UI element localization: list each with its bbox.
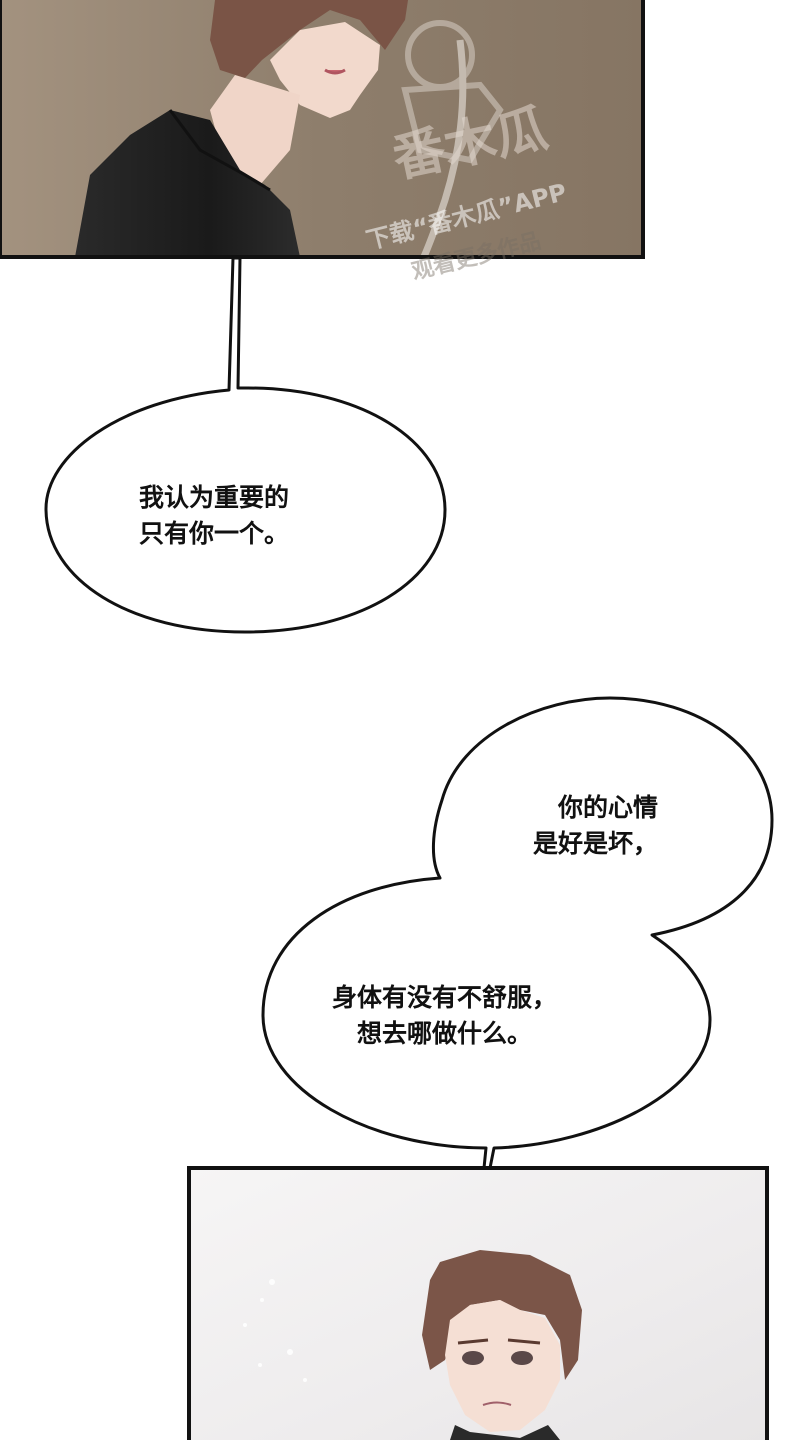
top-character-shirt	[75, 110, 300, 257]
bubble-1-line-2: 只有你一个。	[139, 519, 290, 548]
bubble-2-top-line-1: 你的心情	[558, 793, 659, 822]
watermark-logo	[401, 20, 504, 257]
bottom-panel	[187, 1166, 769, 1440]
bubble-2-bottom-line-1: 身体有没有不舒服，	[332, 983, 558, 1012]
bubble-1-text: 我认为重要的 只有你一个。	[139, 480, 289, 552]
bottom-character-shirt	[450, 1425, 560, 1440]
top-panel	[0, 0, 645, 259]
bottom-character-face	[445, 1300, 560, 1432]
top-character-hair	[210, 0, 408, 78]
bottom-character-hair	[422, 1250, 582, 1380]
bubble-2-top-line-2: 是好是坏，	[533, 829, 659, 858]
bubble-1-line-1: 我认为重要的	[139, 483, 290, 512]
speech-bubble-1	[44, 256, 447, 634]
speech-bubble-2	[261, 696, 774, 1230]
sparkle-effects	[243, 1279, 307, 1382]
bubble-2-bottom-line-2: 想去哪做什么。	[357, 1019, 533, 1048]
bubble-2-bottom-text: 身体有没有不舒服， 想去哪做什么。	[332, 980, 557, 1052]
bubble-2-top-text: 你的心情 是好是坏，	[533, 790, 658, 862]
